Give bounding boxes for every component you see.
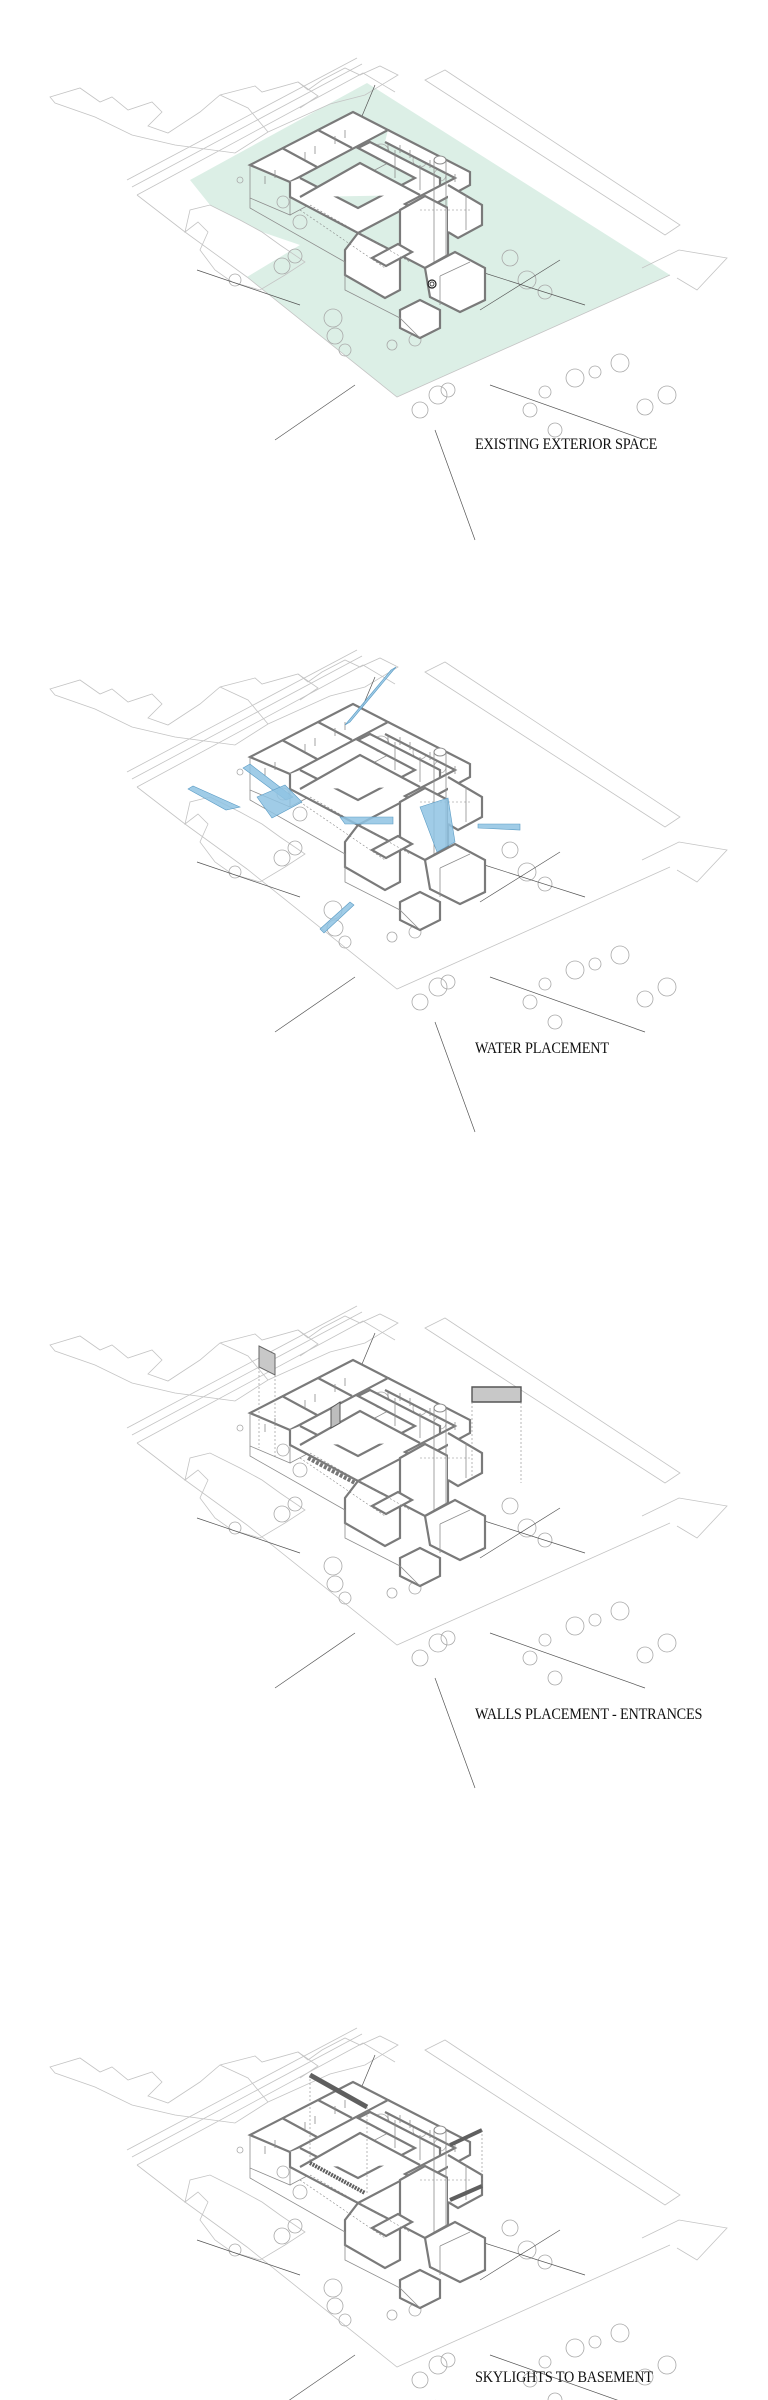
axonometric-drawing — [49, 2027, 728, 2400]
wall-planes — [258, 1345, 522, 1485]
skylight-bars — [308, 2072, 483, 2202]
axonometric-drawing — [49, 649, 728, 1133]
panel-caption: SKYLIGHTS TO BASEMENT — [475, 2369, 653, 2386]
panel-caption: WATER PLACEMENT — [475, 1040, 609, 1057]
panel-existing-exterior-space: EXISTING EXTERIOR SPACE — [0, 0, 768, 541]
axonometric-drawing — [49, 1305, 728, 1789]
panel-caption: EXISTING EXTERIOR SPACE — [475, 436, 658, 453]
stair-icon — [427, 279, 437, 289]
panel-water-placement: WATER PLACEMENT — [0, 592, 768, 1133]
panel-walls-placement-entrances: WALLS PLACEMENT - ENTRANCES — [0, 1248, 768, 1789]
panel-skylights-to-basement: SKYLIGHTS TO BASEMENT — [0, 1970, 768, 2400]
panel-caption: WALLS PLACEMENT - ENTRANCES — [475, 1706, 703, 1723]
axonometric-drawing — [49, 57, 728, 541]
water-strips — [187, 666, 521, 934]
